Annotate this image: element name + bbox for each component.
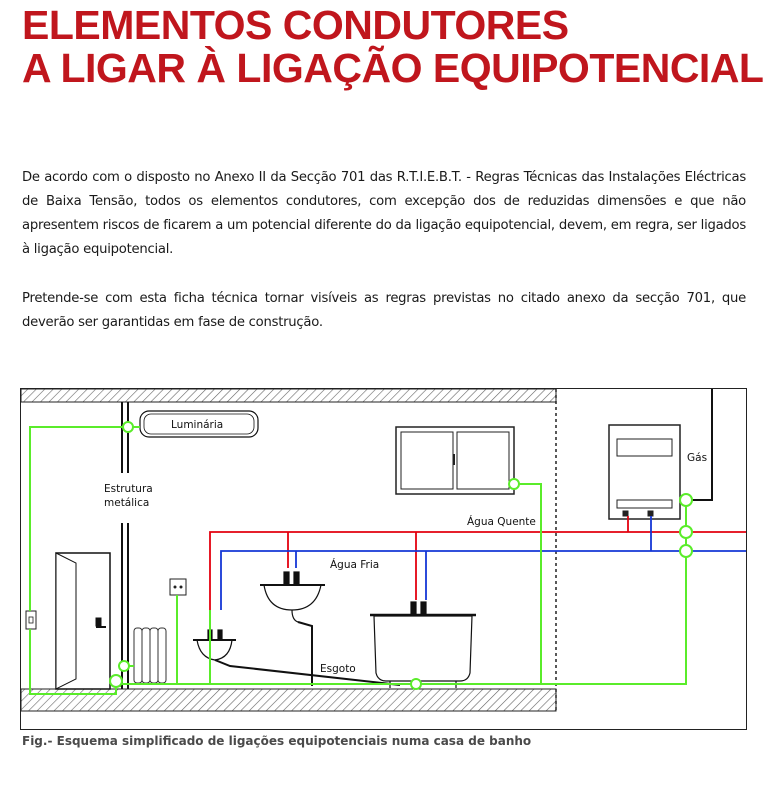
- label-esgoto: Esgoto: [320, 663, 356, 675]
- clamp-hot-water: [679, 525, 693, 539]
- hot-water-pipe: [209, 531, 746, 610]
- door: [55, 552, 111, 690]
- radiator: [133, 627, 167, 684]
- clamp-window: [508, 478, 520, 490]
- page-title: ELEMENTOS CONDUTORES A LIGAR À LIGAÇÃO E…: [22, 2, 764, 91]
- purpose-paragraph: Pretende-se com esta ficha técnica torna…: [22, 291, 746, 330]
- title-line-2: A LIGAR À LIGAÇÃO EQUIPOTENCIAL: [22, 45, 764, 91]
- label-gas: Gás: [687, 452, 707, 464]
- label-luminaria: Luminária: [171, 419, 223, 431]
- gas-pipe: [688, 389, 713, 501]
- drain-pipes: [214, 621, 401, 686]
- clamp-radiator: [118, 660, 130, 672]
- luminaire: [139, 410, 259, 438]
- clamp-bathtub: [410, 678, 422, 690]
- bonding-clamps: [109, 421, 693, 690]
- clamp-structure-top: [122, 421, 134, 433]
- cold-water-pipe: [220, 550, 746, 610]
- clamp-structure-bottom: [109, 674, 123, 688]
- wall-socket: [169, 578, 187, 596]
- figure-caption: Fig.- Esquema simplificado de ligações e…: [22, 734, 532, 748]
- label-estrutura-line1: Estrutura: [104, 483, 153, 495]
- washbasin: [260, 571, 325, 623]
- floor-slab: [20, 688, 557, 712]
- light-switch: [25, 610, 37, 630]
- water-heater: [608, 424, 681, 520]
- label-agua-fria: Água Fria: [330, 558, 379, 571]
- ceiling-slab: [20, 388, 557, 403]
- label-agua-quente: Água Quente: [467, 515, 536, 528]
- intro-paragraph: De acordo com o disposto no Anexo II da …: [22, 170, 746, 257]
- clamp-gas: [679, 493, 693, 507]
- clamp-cold-water: [679, 544, 693, 558]
- title-line-1: ELEMENTOS CONDUTORES: [22, 2, 569, 48]
- bathtub: [370, 601, 476, 688]
- label-estrutura-line2: metálica: [104, 497, 149, 509]
- window: [395, 426, 515, 495]
- equipotential-diagram: Estrutura metálica Luminária Gás: [20, 388, 747, 730]
